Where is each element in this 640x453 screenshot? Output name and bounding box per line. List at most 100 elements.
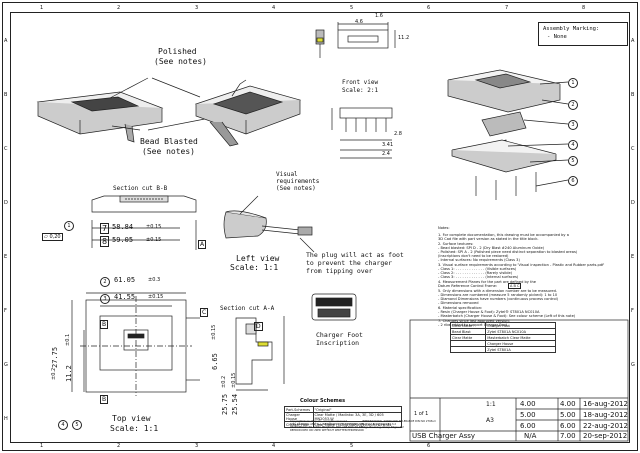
note-line: - Masterbatch (Charger House & Foot): Se… [438,314,576,318]
plug-note-1: The plug will act as foot [306,251,404,259]
rev-6: 6.00 [520,422,536,430]
col-num: 6 [427,5,431,11]
note-line: - Polished: SPI A - 2 (Polished piece ne… [438,250,578,254]
iso-view-left [36,77,211,143]
table-row: Zytel ST801A [449,346,556,353]
dim-tol3: ±0.3 [148,277,161,283]
dim-id: 7 [102,224,108,233]
dim-id: 8 [102,237,108,246]
dim-tol5: ±0.2 [51,367,57,380]
label-front-scale: Scale: 2:1 [342,87,379,94]
col-num: 5 [350,443,354,449]
visual-req-2: requirements [276,178,320,185]
callout-2: 2 [100,277,110,287]
dim-tol6: ±0.1 [65,333,71,346]
note-line: - Dimensions removed [438,301,479,305]
col-num: 4 [272,443,276,449]
dim-d9: 25.54 [231,393,239,415]
top-view-drawing [71,292,200,396]
col-num: 4 [272,5,276,11]
col-num: 1 [40,5,44,11]
dim-d6: 11.2 [65,365,73,382]
col-num: 2 [117,443,121,449]
datum-d: D [254,322,263,331]
assembly-value: - None [547,34,567,40]
label-polished-note: (See notes) [154,57,207,66]
callout-6-exploded: 6 [568,176,578,186]
note-line: (Inscriptions don't need to be restored) [438,254,509,258]
note-line: - Class 3: . . . . . . . . . . . . . (In… [438,275,519,279]
dim-box-8: 8 [100,236,110,247]
colour-table-title: Colour Schemes [300,398,346,404]
note-line: - Bead blasted: SPI D - 2 (Dry Blast #24… [438,246,545,250]
ver-7: 7.00 [560,432,576,440]
row-letter: A [631,38,635,44]
inscription-drawing [311,293,357,321]
col-num: 1 [40,443,44,449]
callout-3-exploded: 3 [568,120,578,130]
label-top-view: Top view [112,414,151,423]
label-bead-note: (See notes) [142,147,195,156]
note-line: 6. Material specification: [438,306,483,310]
col-num: 3 [195,443,199,449]
row-letter: E [4,254,8,260]
ver-5: 5.00 [560,411,576,419]
copyright-line: THIS DRAWING AND ALL INFORMATION IT CONT… [290,423,364,426]
label-front-view: Front view [342,79,379,86]
note-line: - Internal surfaces: No requirements (Cl… [438,258,520,262]
sheet-count: 1 of 1 [414,411,429,417]
table-cell: Zytel ST801A [485,346,556,353]
dim-d4: 41.55 [114,293,136,301]
row-letter: F [4,308,7,314]
note-line: - Dimensions are numbered (measure 5 ran… [438,293,558,297]
exploded-assembly [447,69,569,200]
plug-note-3: from tipping over [306,267,373,275]
ver-4: 4.00 [560,400,576,408]
row-letter: G [4,362,8,368]
datum-b-2: B [100,395,109,404]
inner-border [10,12,630,443]
col-num: 5 [350,5,354,11]
note-line: 5. Only dimensions with a dimension numb… [438,289,558,293]
copyright-line: REPRODUCED OR USED WITHOUT WRITTEN PERMI… [290,429,364,432]
tolerance-line: Edge Breaking: Sharp Edges 0.2 [362,426,404,429]
colour-table: Part-Schemes "Original" Charger House Cl… [284,406,403,428]
section-aa-drawing [235,316,285,391]
label-inscription-1: Charger Foot [316,331,363,339]
datum-b: B [100,320,109,329]
col-num: 6 [427,443,431,449]
dim-f4: 2.8 [394,131,402,137]
note-line: - Class 1: . . . . . . . . . . . . . (Vi… [438,267,517,271]
col-num: 8 [582,5,586,11]
flatness-value: 0,20 [49,234,61,240]
dim-tol4: ±0.15 [148,294,164,300]
dim-d5: 27.75 [51,346,59,368]
dim-f2: 1.6 [375,13,383,19]
dim-f5: 3.41 [382,142,394,148]
callout-4-exploded: 4 [568,140,578,150]
callout-5-exploded: 5 [568,156,578,166]
row-letter: C [4,146,8,152]
datum-a: A [198,240,207,249]
dim-tol1: ±0.15 [146,224,162,230]
part-no: N/A [524,432,537,440]
section-bb-drawing [91,195,197,250]
tolerance-line: Surface Roughness Ra 3.2 [362,423,396,426]
label-left-scale: Scale: 1:1 [230,263,279,272]
callout-2-exploded: 2 [568,100,578,110]
iso-view-right [194,79,302,147]
label-section-aa: Section cut A-A [220,305,275,312]
front-view-drawing [315,22,396,58]
note-line: - Resin (Charger House & Foot): Zytel® S… [438,310,540,314]
row-letter: D [631,200,635,206]
row-letter: E [631,254,635,260]
dim-tol8: ±0.2 [221,375,227,388]
rev-4: 4.00 [520,400,536,408]
label-bead-blasted: Bead Blasted [140,137,198,146]
row-letter: F [631,308,634,314]
note-line: Notes: [438,226,450,230]
visual-req-1: Visual [276,171,298,178]
row-letter: G [631,362,635,368]
